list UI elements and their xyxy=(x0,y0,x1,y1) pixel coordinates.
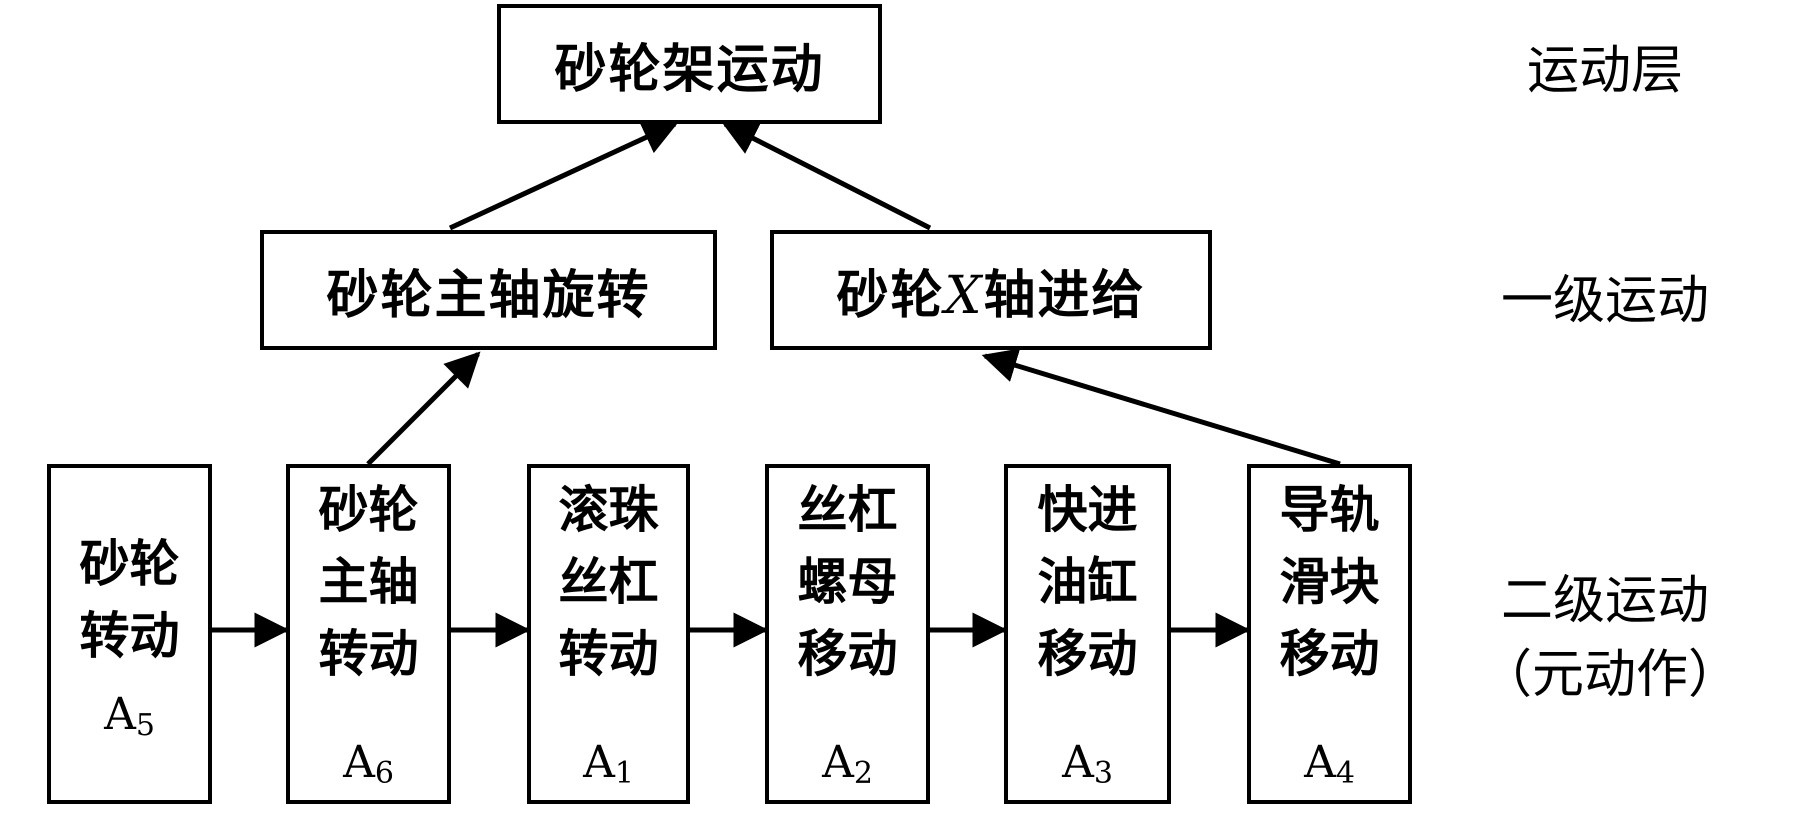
element-line: 快进 xyxy=(1037,481,1138,539)
element-line: 移动 xyxy=(797,625,898,683)
element-line: 螺母 xyxy=(797,553,898,611)
element-code: A5 xyxy=(104,689,155,744)
element-line: 转动 xyxy=(318,625,419,683)
x-axis-feed-label: 砂轮X轴进给 xyxy=(836,265,1146,326)
element-line: 转动 xyxy=(79,607,180,665)
element-line: 丝杠 xyxy=(558,553,659,611)
element-code: A6 xyxy=(343,737,394,792)
element-line: 导轨 xyxy=(1279,481,1380,539)
element-box-a5: 砂轮 转动 A5 xyxy=(47,464,212,804)
spindle-rotation-label: 砂轮主轴旋转 xyxy=(326,265,651,326)
x-axis-symbol: X xyxy=(944,265,984,326)
layer-label-second: 二级运动 xyxy=(1500,571,1709,631)
element-line: 油缸 xyxy=(1037,553,1138,611)
element-line: 主轴 xyxy=(318,553,419,611)
element-code: A1 xyxy=(583,737,634,792)
element-line: 砂轮 xyxy=(79,535,180,593)
element-code: A2 xyxy=(822,737,873,792)
element-line: 丝杠 xyxy=(797,481,898,539)
element-line: 滑块 xyxy=(1279,553,1380,611)
element-code: A3 xyxy=(1062,737,1113,792)
arrow-spindle-to-top xyxy=(448,121,679,231)
element-line: 转动 xyxy=(558,625,659,683)
element-box-a4: 导轨 滑块 移动 A4 xyxy=(1247,464,1412,804)
grinding-carriage-motion-label: 砂轮架运动 xyxy=(554,39,825,100)
spindle-rotation-box: 砂轮主轴旋转 xyxy=(260,230,717,350)
arrow-a4-to-xfeed xyxy=(981,348,1341,467)
layer-label-motion: 运动层 xyxy=(1526,41,1683,101)
layer-label-first: 一级运动 xyxy=(1500,271,1709,331)
x-axis-feed-box: 砂轮X轴进给 xyxy=(770,230,1212,350)
element-line: 滚珠 xyxy=(558,481,659,539)
element-line: 砂轮 xyxy=(318,481,419,539)
element-code: A4 xyxy=(1304,737,1355,792)
element-box-a2: 丝杠 螺母 移动 A2 xyxy=(765,464,930,804)
element-line: 移动 xyxy=(1037,625,1138,683)
element-line: 移动 xyxy=(1279,625,1380,683)
element-box-a6: 砂轮 主轴 转动 A6 xyxy=(286,464,451,804)
element-box-a3: 快进 油缸 移动 A3 xyxy=(1004,464,1171,804)
element-box-a1: 滚珠 丝杠 转动 A1 xyxy=(527,464,690,804)
arrow-xfeed-to-top xyxy=(721,121,932,231)
grinding-carriage-motion-box: 砂轮架运动 xyxy=(497,4,882,124)
arrow-a6-to-spindle xyxy=(366,351,481,466)
layer-label-second-note: （元动作） xyxy=(1479,645,1740,705)
